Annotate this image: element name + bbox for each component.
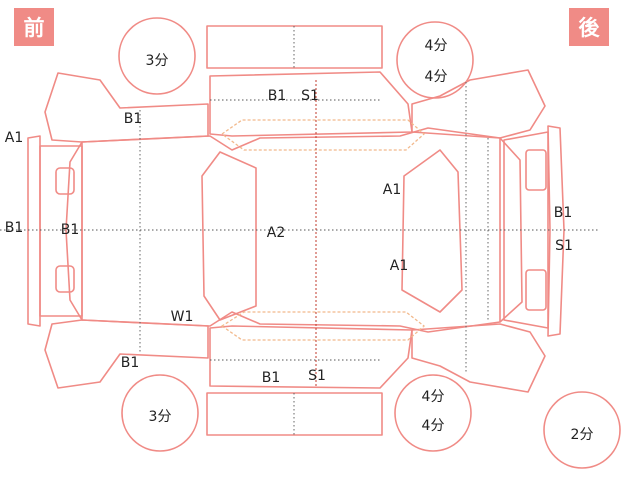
rear-badge-text: 後 [579, 16, 601, 40]
code-rear-bumper-side: S1 [555, 238, 573, 254]
tire-rear-left-label-1: 4分 [425, 38, 448, 54]
roof-top-panel[interactable] [206, 25, 383, 69]
side-doors-lower[interactable] [209, 325, 413, 389]
rear-badge: 後 [569, 8, 609, 46]
code-front-bumper-corner: A1 [5, 130, 23, 146]
front-badge-text: 前 [24, 16, 45, 40]
code-windshield-lower: W1 [171, 309, 194, 325]
code-rear-glass-upper: A1 [383, 182, 401, 198]
tail-light-left [525, 149, 547, 191]
tire-front-left-label: 3分 [146, 53, 169, 69]
code-rear-glass-lower: A1 [390, 258, 408, 274]
window-trim-top [220, 119, 425, 151]
tire-front-right-label: 3分 [149, 409, 172, 425]
code-roof-top-panel: B1 [268, 88, 287, 104]
rear-bumper[interactable] [547, 125, 565, 337]
side-doors-upper[interactable] [209, 71, 413, 137]
rear-quarter-upper[interactable] [411, 69, 546, 139]
tire-rear-left-label-2: 4分 [425, 69, 448, 85]
code-roof-top-panel-side: S1 [301, 88, 319, 104]
tire-rear-right-label-2: 4分 [422, 418, 445, 434]
code-bottom-door-panel-side: S1 [308, 368, 326, 384]
code-front-fender-top: B1 [124, 111, 143, 127]
rear-quarter-lower[interactable] [411, 323, 546, 393]
tire-front-left[interactable] [118, 17, 196, 95]
code-rear-bumper-top: B1 [554, 205, 573, 221]
tire-spare[interactable] [543, 391, 621, 469]
tire-rear-right-label-1: 4分 [422, 389, 445, 405]
trunk-lid[interactable] [503, 131, 549, 329]
code-roof-center: A2 [267, 225, 285, 241]
car-body[interactable] [65, 127, 523, 333]
tire-rear-right[interactable] [394, 374, 472, 452]
front-badge: 前 [14, 8, 54, 46]
headlight-left [55, 167, 75, 195]
front-fender-lower[interactable] [44, 319, 209, 389]
window-trim-bottom [220, 311, 426, 341]
roof-bottom-panel[interactable] [206, 392, 383, 436]
code-front-fender-bottom: B1 [121, 355, 140, 371]
code-bottom-door-panel: B1 [262, 370, 281, 386]
tire-spare-label: 2分 [571, 427, 594, 443]
code-hood-front: B1 [61, 222, 80, 238]
front-bumper[interactable] [27, 135, 41, 327]
grille-area[interactable] [39, 145, 83, 317]
tire-rear-left[interactable] [396, 21, 474, 99]
code-front-bumper-center: B1 [5, 220, 24, 236]
windshield[interactable] [201, 151, 257, 321]
rear-window[interactable] [401, 149, 463, 313]
tail-light-right [525, 269, 547, 311]
tire-front-right[interactable] [121, 374, 199, 452]
headlight-right [55, 265, 75, 293]
